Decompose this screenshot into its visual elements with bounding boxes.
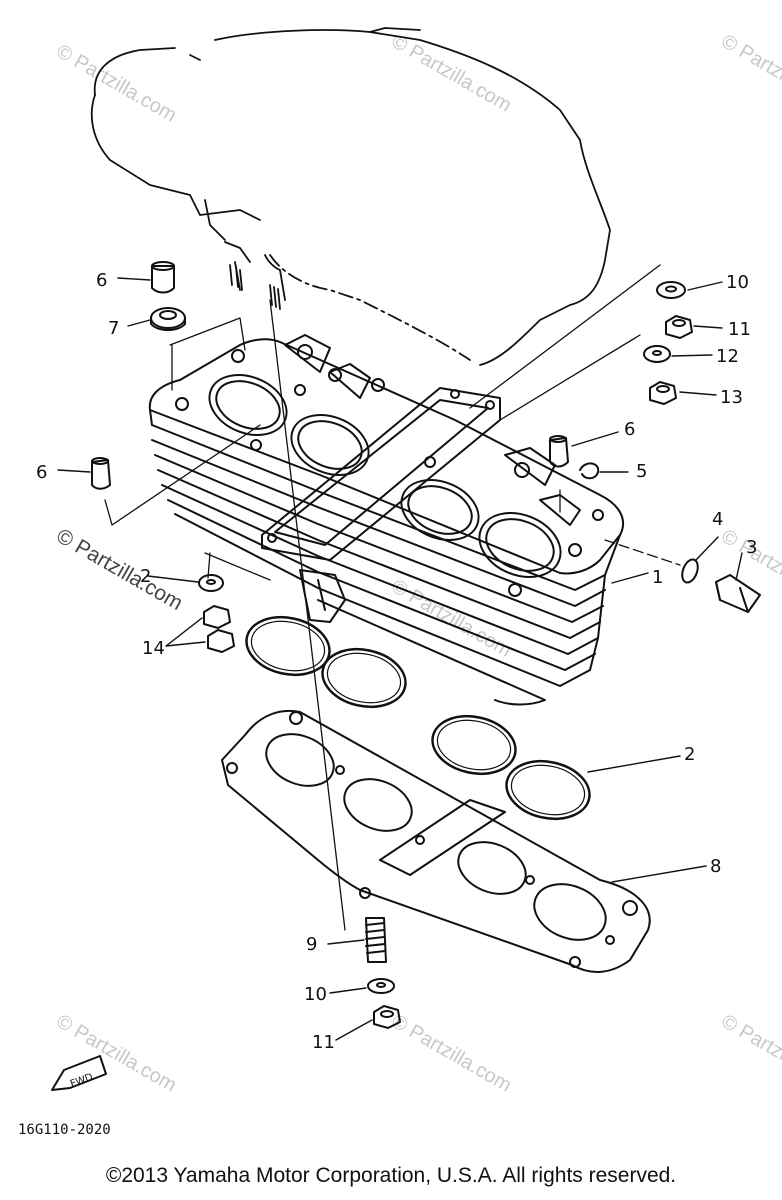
callout-5: 5 (636, 461, 647, 482)
callout-6: 6 (624, 419, 635, 440)
leader-lines (57, 277, 743, 1041)
o-ring (245, 616, 331, 676)
callout-6: 6 (36, 462, 47, 483)
o-ring (505, 760, 591, 820)
cylinder-block (148, 334, 625, 706)
watermark-layer: © Partzilla.com © Partzilla.com © Partzi… (53, 30, 782, 1096)
diagram-code: 16G110-2020 (18, 1122, 111, 1138)
copyright-notice: ©2013 Yamaha Motor Corporation, U.S.A. A… (105, 1164, 677, 1187)
callout-13: 13 (720, 387, 743, 408)
o-rings (245, 616, 591, 820)
callout-2: 2 (140, 566, 151, 587)
callout-12: 12 (716, 346, 739, 367)
alignment-lines (104, 264, 681, 931)
callout-4: 4 (712, 509, 723, 530)
callout-9: 9 (306, 934, 317, 955)
watermark-text: © Partzilla.com (53, 524, 187, 615)
callout-6: 6 (96, 270, 107, 291)
watermark-text: © Partzilla.com (718, 1010, 782, 1096)
callout-14: 14 (142, 638, 165, 659)
hardware-parts (91, 261, 761, 1029)
callout-11: 11 (312, 1032, 335, 1053)
callout-8: 8 (710, 856, 721, 877)
o-ring (321, 648, 407, 708)
watermark-text: © Partzilla.com (388, 1010, 516, 1096)
watermark-text: © Partzilla.com (718, 30, 782, 116)
watermark-text: © Partzilla.com (388, 575, 516, 661)
base-gasket (221, 709, 651, 973)
callout-labels: 1 2 2 3 4 5 6 6 6 7 8 9 10 10 11 11 12 1… (36, 270, 757, 1053)
callout-1: 1 (652, 567, 663, 588)
callout-11: 11 (728, 319, 751, 340)
callout-10: 10 (304, 984, 327, 1005)
watermark-text: © Partzilla.com (53, 40, 181, 126)
fwd-label: FWD (69, 1072, 95, 1090)
crankcase-outline (90, 27, 611, 366)
callout-2: 2 (684, 744, 695, 765)
callout-7: 7 (108, 318, 119, 339)
front-direction-marker: FWD (51, 1055, 107, 1091)
o-ring (431, 715, 517, 775)
watermark-text: © Partzilla.com (388, 30, 516, 116)
callout-10: 10 (726, 272, 749, 293)
callout-3: 3 (746, 537, 757, 558)
